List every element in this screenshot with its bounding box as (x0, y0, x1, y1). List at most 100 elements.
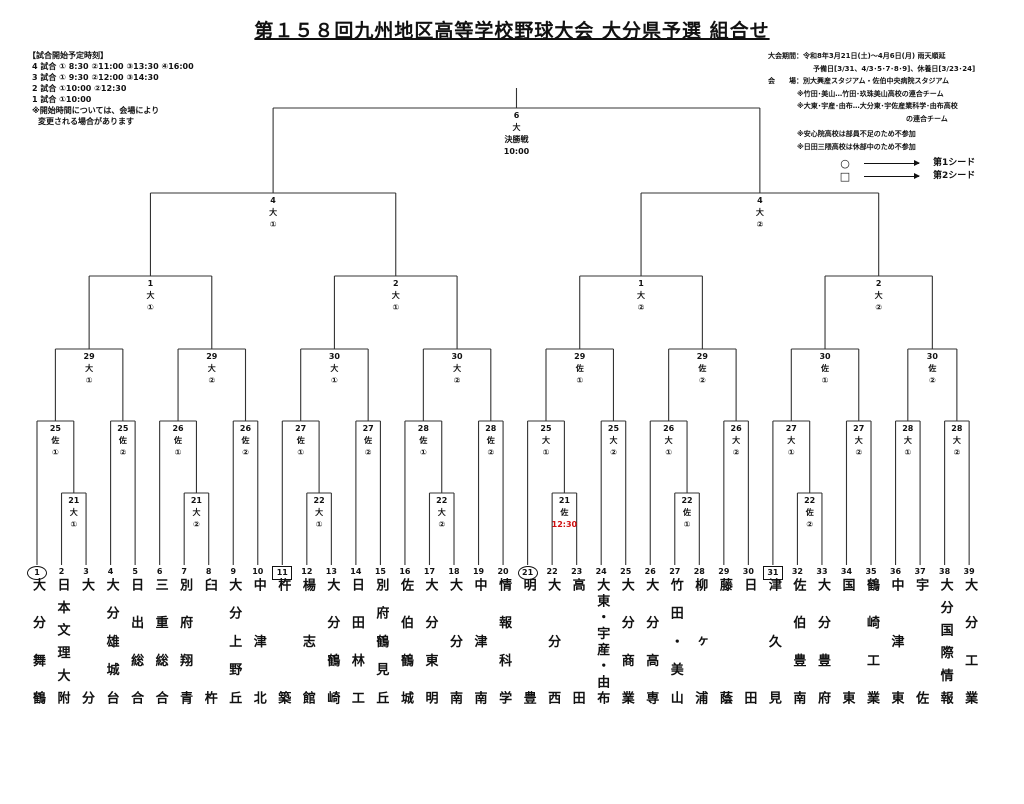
match-slot: ② (193, 520, 200, 529)
match-venue: 佐 (821, 364, 830, 373)
team-name: 別府翔青 (177, 578, 193, 729)
match-date: 25 (49, 424, 61, 433)
match-date: 29 (574, 352, 586, 361)
match-venue: 大 (755, 208, 764, 217)
team-number: 19 (472, 567, 485, 576)
match-date: 30 (451, 352, 463, 361)
match-date: 25 (607, 424, 620, 433)
team-name: 三重総合 (152, 578, 168, 729)
match-venue: 大 (269, 208, 278, 217)
team-number: 2 (58, 567, 65, 576)
match-date: 4 (757, 196, 763, 205)
team-name: 日田 (741, 578, 757, 804)
match-date: 26 (730, 424, 742, 433)
team-number: 27 (669, 567, 681, 576)
match-venue: 大 (541, 436, 550, 445)
match-date: 27 (295, 424, 307, 433)
team-number: 39 (963, 567, 975, 576)
team-name: 中津北 (250, 578, 266, 748)
team-number: 30 (742, 567, 754, 576)
match-date: 30 (819, 352, 831, 361)
match-slot: ② (438, 520, 446, 529)
team-number: 34 (840, 567, 853, 576)
match-venue: 佐 (575, 364, 584, 373)
team-number: 13 (325, 567, 337, 576)
match-date: 27 (362, 424, 374, 433)
match-date: 4 (270, 196, 276, 205)
arrow-right-icon (864, 173, 920, 179)
team-number: 10 (252, 567, 264, 576)
schedule-box: 【試合開始予定時刻】 4 試合 ① 8:30 ②11:00 ③13:30 ④16… (28, 50, 194, 127)
match-venue: 大 (69, 508, 78, 517)
team-number: 16 (399, 567, 411, 576)
joint-team-note: の連合チーム (906, 114, 948, 123)
team-name: 日田林工 (348, 578, 364, 729)
match-venue: 佐 (560, 508, 569, 517)
team-name: 大分雄城台 (103, 578, 119, 720)
schedule-note: ※開始時間については、会場により (32, 106, 160, 115)
joint-team-note: ※大東･宇産･由布…大分東･宇佐産業科学･由布高校 (797, 102, 958, 110)
match-slot: 決勝戦 (504, 135, 529, 144)
team-name: 大分上野丘 (226, 578, 242, 720)
team-number: 7 (181, 567, 187, 576)
match-venue: 大 (453, 364, 462, 373)
absent-note: ※日田三隈高校は休部中のため不参加 (797, 142, 916, 151)
match-date: 25 (117, 424, 129, 433)
joint-team-note: ※竹田･美山…竹田･玖珠美山高校の連合チーム (797, 89, 944, 98)
legend-second-seed: □ 第2シード (838, 170, 975, 183)
match-venue: 大 (854, 436, 863, 445)
match-date: 28 (902, 424, 914, 433)
match-slot: ① (542, 448, 550, 457)
match-slot: ② (364, 448, 372, 457)
team-number: 36 (889, 567, 902, 576)
team-name: 高田 (569, 578, 585, 804)
schedule-line: 4 試合 ① 8:30 ②11:00 ③13:30 ④16:00 (32, 62, 194, 71)
team-number: 12 (301, 567, 313, 576)
match-venue: 大 (146, 291, 155, 300)
team-number: 17 (423, 567, 436, 576)
match-date: 29 (206, 352, 218, 361)
match-venue: 佐 (118, 436, 127, 445)
match-slot: ① (787, 448, 795, 457)
match-date: 30 (926, 352, 938, 361)
team-name: 大東・宇産・由布 (594, 578, 610, 708)
match-time: 10:00 (503, 147, 530, 156)
venue: 会 場：別大興産スタジアム・佐伯中央病院スタジアム (768, 77, 950, 85)
match-slot: ② (453, 376, 461, 385)
team-name: 竹田・美山 (667, 578, 683, 720)
legend-label: 第1シード (933, 158, 976, 168)
match-venue: 佐 (364, 436, 373, 445)
match-label: 30 佐 ① (805, 351, 845, 387)
team-name: 中津南 (471, 578, 487, 748)
match-date: 29 (696, 352, 708, 361)
team-name: 藤蔭 (716, 578, 732, 804)
schedule-line: 1 試合 ①10:00 (32, 95, 92, 104)
match-venue: 大 (85, 364, 94, 373)
team-name: 中津東 (888, 578, 904, 748)
team-number: 15 (374, 567, 386, 576)
team-name: 佐伯鶴城 (397, 578, 413, 729)
match-venue: 大 (874, 291, 883, 300)
team-number: 18 (448, 567, 460, 576)
match-venue: 大 (512, 123, 521, 132)
match-slot: ① (821, 376, 829, 385)
team-number: 35 (865, 567, 877, 576)
match-date: 28 (417, 424, 429, 433)
match-date: 1 (147, 279, 154, 288)
match-slot: ① (904, 448, 912, 457)
